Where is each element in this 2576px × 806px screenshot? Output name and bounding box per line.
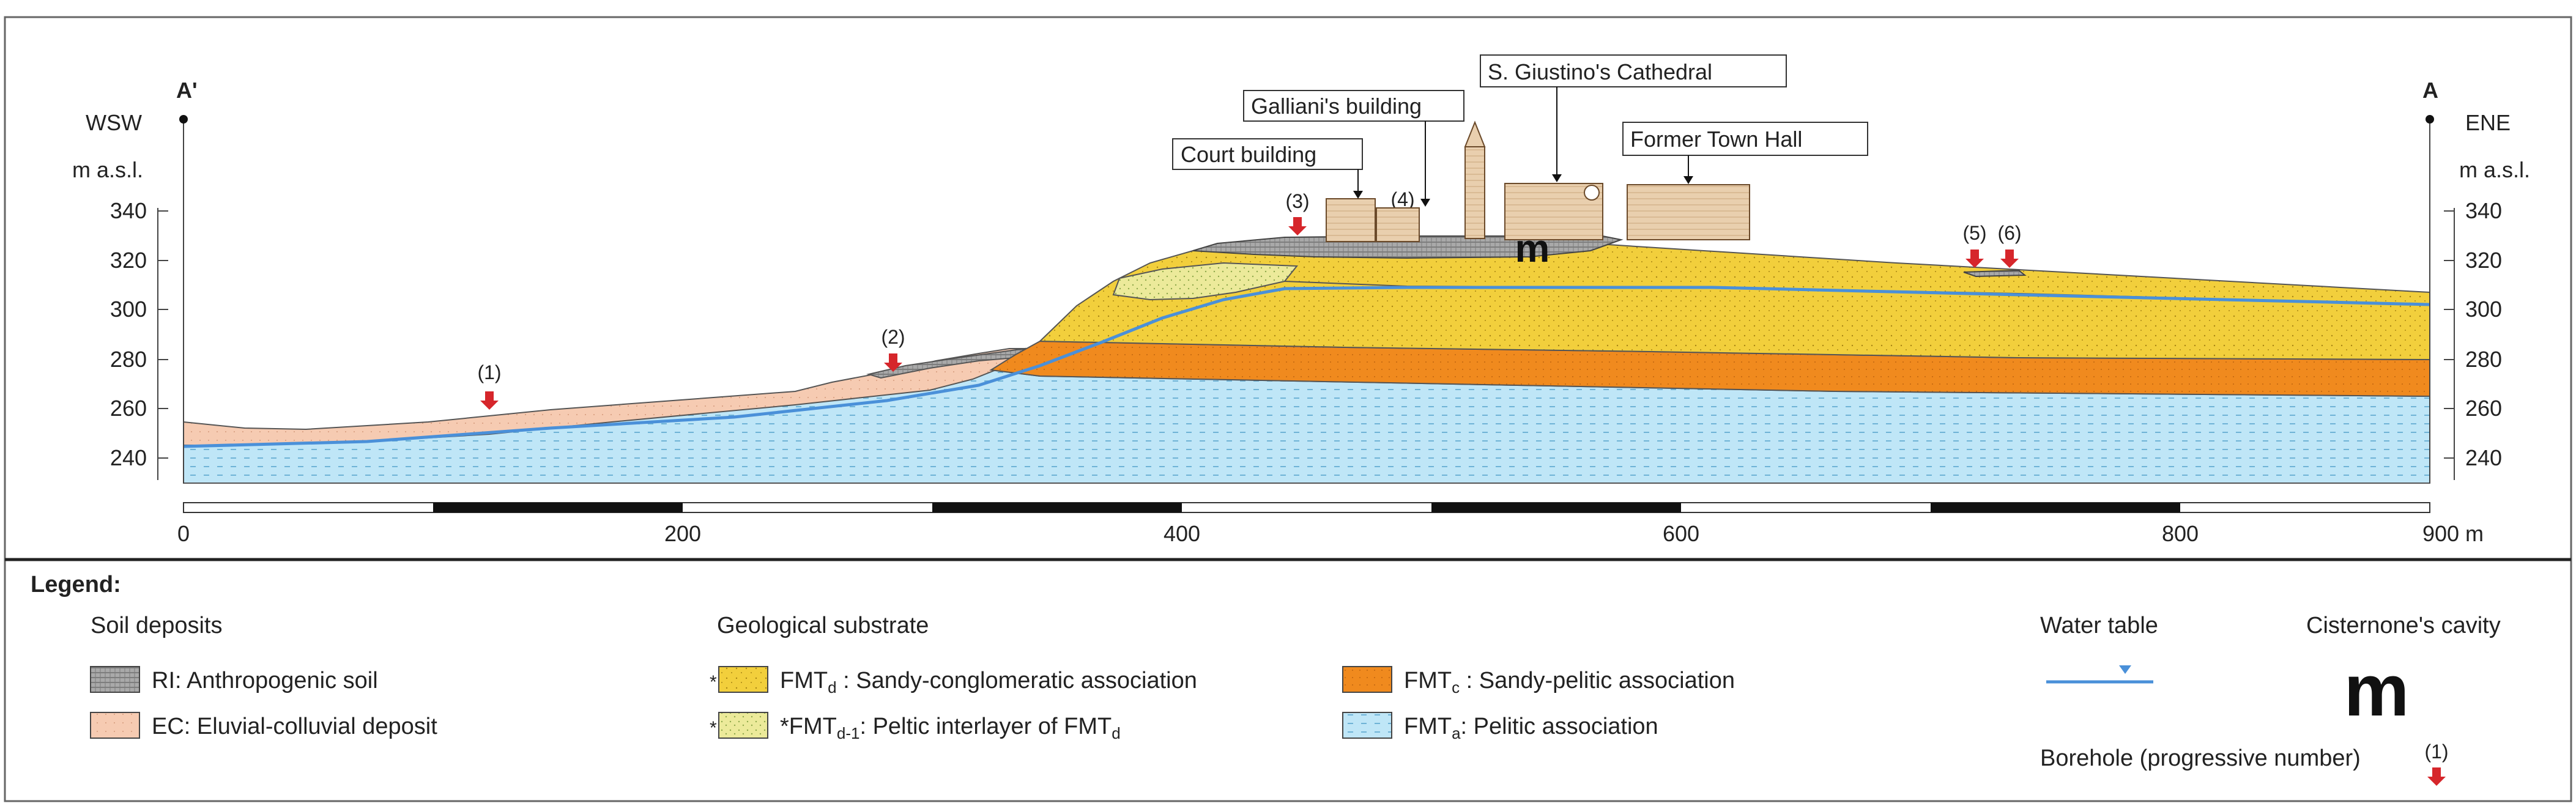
borehole-arrow-3 xyxy=(1288,217,1307,235)
building-labels: Court building Galliani's building S. Gi… xyxy=(1172,54,1868,207)
borehole-label-2: (2) xyxy=(881,326,905,348)
distance-tick-200: 200 xyxy=(664,521,701,546)
legend-fmta-label: FMTa: Pelitic association xyxy=(1404,714,1658,742)
layer-ri-right xyxy=(1963,269,2027,278)
right-tick-280: 280 xyxy=(2465,347,2502,372)
right-direction-label: ENE xyxy=(2465,110,2511,135)
town-hall-pointer-head xyxy=(1683,176,1693,184)
left-direction-label: WSW xyxy=(86,110,142,135)
elevation-axis-right: 340 320 300 280 260 240 xyxy=(2444,198,2502,480)
layer-fmtd1-peltic-interlayer xyxy=(1112,262,1299,301)
layer-fmtd-sandy-conglomeratic xyxy=(1038,242,2430,361)
borehole-arrow-1 xyxy=(480,391,499,410)
left-tick-320: 320 xyxy=(110,248,147,273)
legend-ri-swatch xyxy=(90,666,140,693)
legend-fmtc-swatch xyxy=(1342,666,1392,693)
legend-water-table-label: Water table xyxy=(2040,613,2158,638)
cathedral-pointer-head xyxy=(1552,174,1562,182)
legend-borehole-number: (1) xyxy=(2424,741,2448,763)
distance-scale-bar xyxy=(183,502,2430,513)
borehole-arrow-5 xyxy=(1965,250,1984,268)
town-hall-label: Former Town Hall xyxy=(1630,127,1802,152)
court-building-drawing xyxy=(1326,198,1376,242)
legend-fmtd1-swatch xyxy=(718,712,768,739)
town-hall-label-box xyxy=(1622,122,1868,156)
bell-tower-drawing xyxy=(1464,146,1485,239)
court-label: Court building xyxy=(1181,142,1316,167)
bell-tower-spire xyxy=(1464,120,1486,147)
legend-ri-label: RI: Anthropogenic soil xyxy=(152,668,378,693)
cross-section: (1) (2) (3) (4) (5) (6) Court building G… xyxy=(72,54,2530,546)
right-tick-240: 240 xyxy=(2465,445,2502,470)
legend-title: Legend: xyxy=(31,572,121,597)
legend-cavity-label: Cisternone's cavity xyxy=(2306,613,2501,638)
cathedral-rose-window xyxy=(1584,185,1600,201)
left-tick-240: 240 xyxy=(110,445,147,470)
legend-fmtd-swatch xyxy=(718,666,768,693)
legend-fmtc-label: FMTc : Sandy-pelitic association xyxy=(1404,668,1735,697)
left-end-label: A' xyxy=(176,78,198,103)
legend-fmta-swatch xyxy=(1342,712,1392,739)
legend-fmtd-label: FMTd : Sandy-conglomeratic association xyxy=(780,668,1197,697)
legend: Legend: Soil deposits Geological substra… xyxy=(31,572,2501,786)
borehole-label-5: (5) xyxy=(1962,222,1986,244)
galliani-label: Galliani's building xyxy=(1251,94,1422,119)
left-unit-label: m a.s.l. xyxy=(72,157,143,182)
galliani-pointer-head xyxy=(1420,199,1430,207)
galliani-building-drawing xyxy=(1376,207,1420,242)
cathedral-label-box xyxy=(1480,54,1787,87)
left-tick-300: 300 xyxy=(110,297,147,322)
borehole-arrow-2 xyxy=(884,353,902,372)
cisternone-cavity-icon: m xyxy=(1515,226,1550,270)
left-end-point xyxy=(179,115,188,124)
legend-soil-heading: Soil deposits xyxy=(91,613,222,638)
borehole-label-3: (3) xyxy=(1285,190,1309,212)
court-label-box xyxy=(1172,138,1363,170)
legend-fmtd-asterisk: * xyxy=(710,672,717,692)
legend-ec-swatch xyxy=(90,712,140,739)
cathedral-label: S. Giustino's Cathedral xyxy=(1488,59,1712,84)
right-tick-260: 260 xyxy=(2465,396,2502,421)
legend-cavity-icon: m xyxy=(2344,649,2410,731)
section-end-markers: A' WSW m a.s.l. A ENE m a.s.l. xyxy=(72,78,2530,483)
legend-fmtd1-label: *FMTd-1: Peltic interlayer of FMTd xyxy=(780,714,1121,742)
distance-tick-400: 400 xyxy=(1164,521,1200,546)
borehole-arrow-6 xyxy=(2000,250,2019,268)
right-tick-320: 320 xyxy=(2465,248,2502,273)
borehole-label-1: (1) xyxy=(477,361,501,383)
legend-borehole-label: Borehole (progressive number) xyxy=(2040,745,2361,771)
right-end-point xyxy=(2426,115,2434,124)
borehole-label-4: (4) xyxy=(1390,188,1414,210)
borehole-labels: (1) (2) (3) (4) (5) (6) xyxy=(477,188,2021,383)
distance-tick-0: 0 xyxy=(177,521,190,546)
galliani-label-box xyxy=(1243,90,1464,122)
left-tick-280: 280 xyxy=(110,347,147,372)
figure-frame xyxy=(4,16,2572,802)
left-tick-340: 340 xyxy=(110,198,147,223)
distance-tick-800: 800 xyxy=(2162,521,2199,546)
legend-borehole-arrow-icon xyxy=(2427,767,2446,786)
legend-fmtd1-asterisk: * xyxy=(710,718,717,738)
elevation-axis-left: 340 320 300 280 260 240 xyxy=(110,198,168,480)
legend-substrate-heading: Geological substrate xyxy=(717,613,929,638)
right-tick-300: 300 xyxy=(2465,297,2502,322)
court-pointer-head xyxy=(1353,191,1363,199)
right-unit-label: m a.s.l. xyxy=(2459,157,2530,182)
borehole-label-6: (6) xyxy=(1997,222,2021,244)
buildings xyxy=(1326,120,1750,242)
distance-tick-900: 900 m xyxy=(2422,521,2484,546)
town-hall-drawing xyxy=(1627,184,1750,240)
left-tick-260: 260 xyxy=(110,396,147,421)
water-table-line xyxy=(183,286,2430,448)
right-end-label: A xyxy=(2422,78,2438,103)
distance-ticks: 0 200 400 600 800 900 m xyxy=(177,521,2484,546)
right-tick-340: 340 xyxy=(2465,198,2502,223)
legend-ec-label: EC: Eluvial-colluvial deposit xyxy=(152,714,437,739)
water-table-triangle-icon xyxy=(2119,665,2131,674)
distance-tick-600: 600 xyxy=(1663,521,1699,546)
scale-bar-outline xyxy=(183,502,2430,513)
